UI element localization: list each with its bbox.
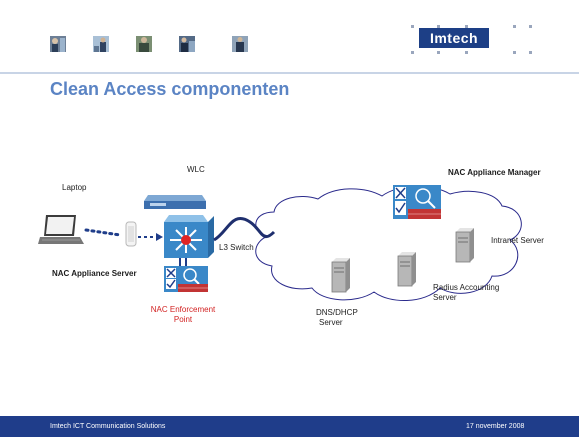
intranet-server-icon <box>455 228 474 263</box>
nac-enforcement-point-label: NAC Enforcement Point <box>138 305 228 325</box>
wireless-link <box>84 228 122 237</box>
person-photo-icon <box>93 36 109 52</box>
dns-label-line1: DNS/DHCP <box>316 308 358 317</box>
nac-enforcement-line1: NAC Enforcement <box>150 305 216 314</box>
imtech-logo: Imtech <box>419 28 489 48</box>
nac-appliance-manager-label: NAC Appliance Manager <box>448 168 541 177</box>
intranet-server-label: Intranet Server <box>491 236 544 245</box>
person-photo-icon <box>50 36 66 52</box>
nac-appliance-manager-icon <box>393 185 441 219</box>
footer-date: 17 november 2008 <box>466 423 525 430</box>
logo-dot <box>465 25 468 28</box>
slide-footer <box>0 416 579 437</box>
logo-dot <box>411 51 414 54</box>
slide-title: Clean Access componenten <box>50 79 290 99</box>
header-divider <box>0 72 579 74</box>
radius-label-line2: Server <box>433 293 457 302</box>
logo-dot <box>513 51 516 54</box>
footer-company: Imtech ICT Communication Solutions <box>50 423 166 430</box>
wlc-device-icon <box>144 195 206 209</box>
network-cloud <box>255 185 522 302</box>
radius-label-line1: Radius Accounting <box>433 283 500 292</box>
dns-dhcp-server-label: DNS/DHCP Server <box>316 308 358 328</box>
person-photo-icon <box>136 36 152 52</box>
access-point-icon <box>125 221 137 247</box>
person-photo-icon <box>232 36 248 52</box>
l3-switch-icon <box>164 215 214 258</box>
logo-dot <box>411 25 414 28</box>
laptop-label: Laptop <box>62 183 87 192</box>
laptop-icon <box>38 215 84 244</box>
logo-dot <box>529 25 532 28</box>
dns-label-line2: Server <box>319 318 343 327</box>
nac-appliance-server-label: NAC Appliance Server <box>52 269 137 278</box>
l3-switch-label: L3 Switch <box>219 243 254 252</box>
person-photo-icon <box>179 36 195 52</box>
logo-dot <box>437 51 440 54</box>
wlc-label: WLC <box>187 165 205 174</box>
nac-enforcement-line2: Point <box>173 315 193 324</box>
radius-server-icon <box>397 252 416 287</box>
logo-dot <box>437 25 440 28</box>
switch-to-cloud-link <box>213 217 276 242</box>
dns-dhcp-server-icon <box>331 258 350 293</box>
nac-appliance-server-icon <box>164 266 208 292</box>
logo-dot <box>465 51 468 54</box>
radius-accounting-server-label: Radius Accounting Server <box>433 283 499 303</box>
logo-dot <box>529 51 532 54</box>
logo-dot <box>513 25 516 28</box>
